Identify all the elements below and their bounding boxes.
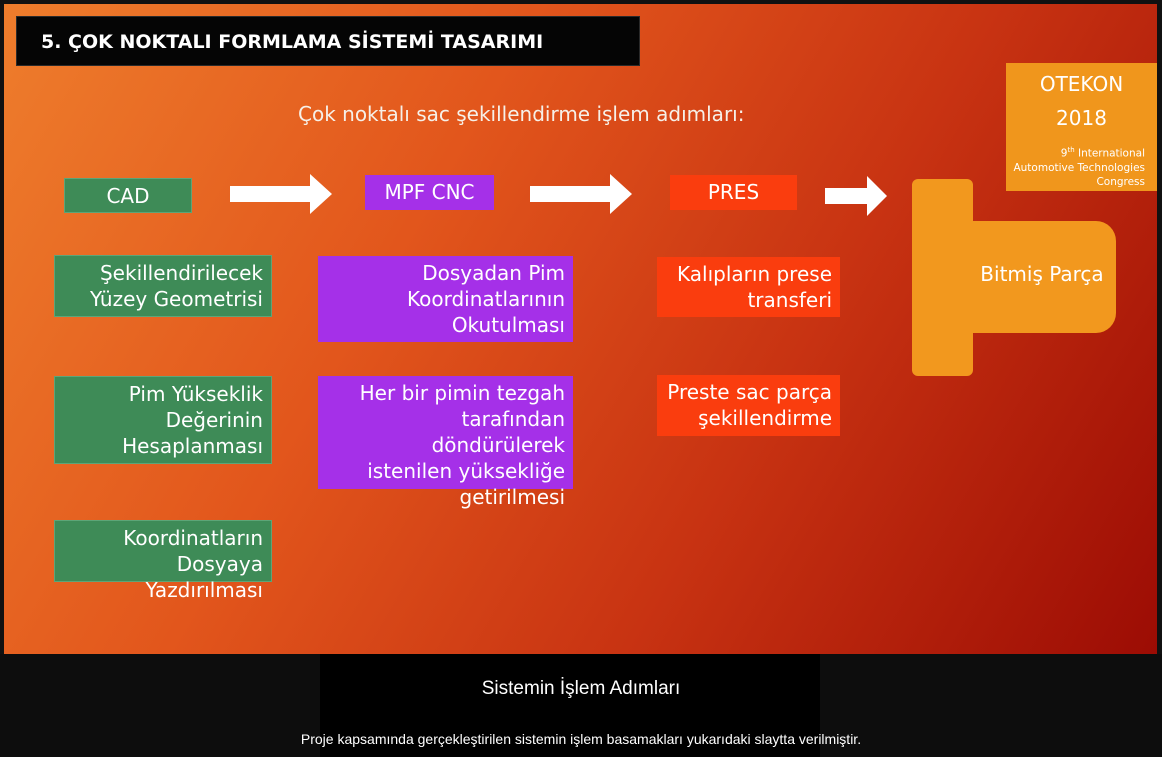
caption-area: Sistemin İşlem Adımları Proje kapsamında… (0, 654, 1162, 757)
slide-subtitle: Çok noktalı sac şekillendirme işlem adım… (298, 102, 745, 126)
video-thumbnail-strip (320, 654, 820, 757)
otekon-year: 2018 (1056, 106, 1107, 130)
slide-title: 5. ÇOK NOKTALI FORMLAMA SİSTEMİ TASARIMI (41, 31, 544, 53)
caption-title: Sistemin İşlem Adımları (481, 678, 681, 699)
mpf-cnc-header: MPF CNC (365, 175, 494, 210)
cad-header: CAD (64, 178, 192, 213)
arrow-right-icon (530, 174, 632, 214)
finished-part-label: Bitmiş Parça (968, 221, 1116, 333)
arrow-right-icon (230, 174, 332, 214)
pres-header: PRES (670, 175, 797, 210)
otekon-congress: 9th International Automotive Technologie… (1013, 146, 1145, 188)
otekon-name: OTEKON (1039, 72, 1124, 96)
finished-part-stem (912, 179, 973, 376)
caption-text: Proje kapsamında gerçekleştirilen sistem… (300, 731, 862, 747)
arrow-right-icon (825, 176, 887, 216)
presentation-slide: 5. ÇOK NOKTALI FORMLAMA SİSTEMİ TASARIMI… (4, 4, 1157, 654)
otekon-logo: OTEKON 2018 9th International Automotive… (1006, 63, 1157, 191)
slide-title-bar: 5. ÇOK NOKTALI FORMLAMA SİSTEMİ TASARIMI (16, 16, 640, 66)
